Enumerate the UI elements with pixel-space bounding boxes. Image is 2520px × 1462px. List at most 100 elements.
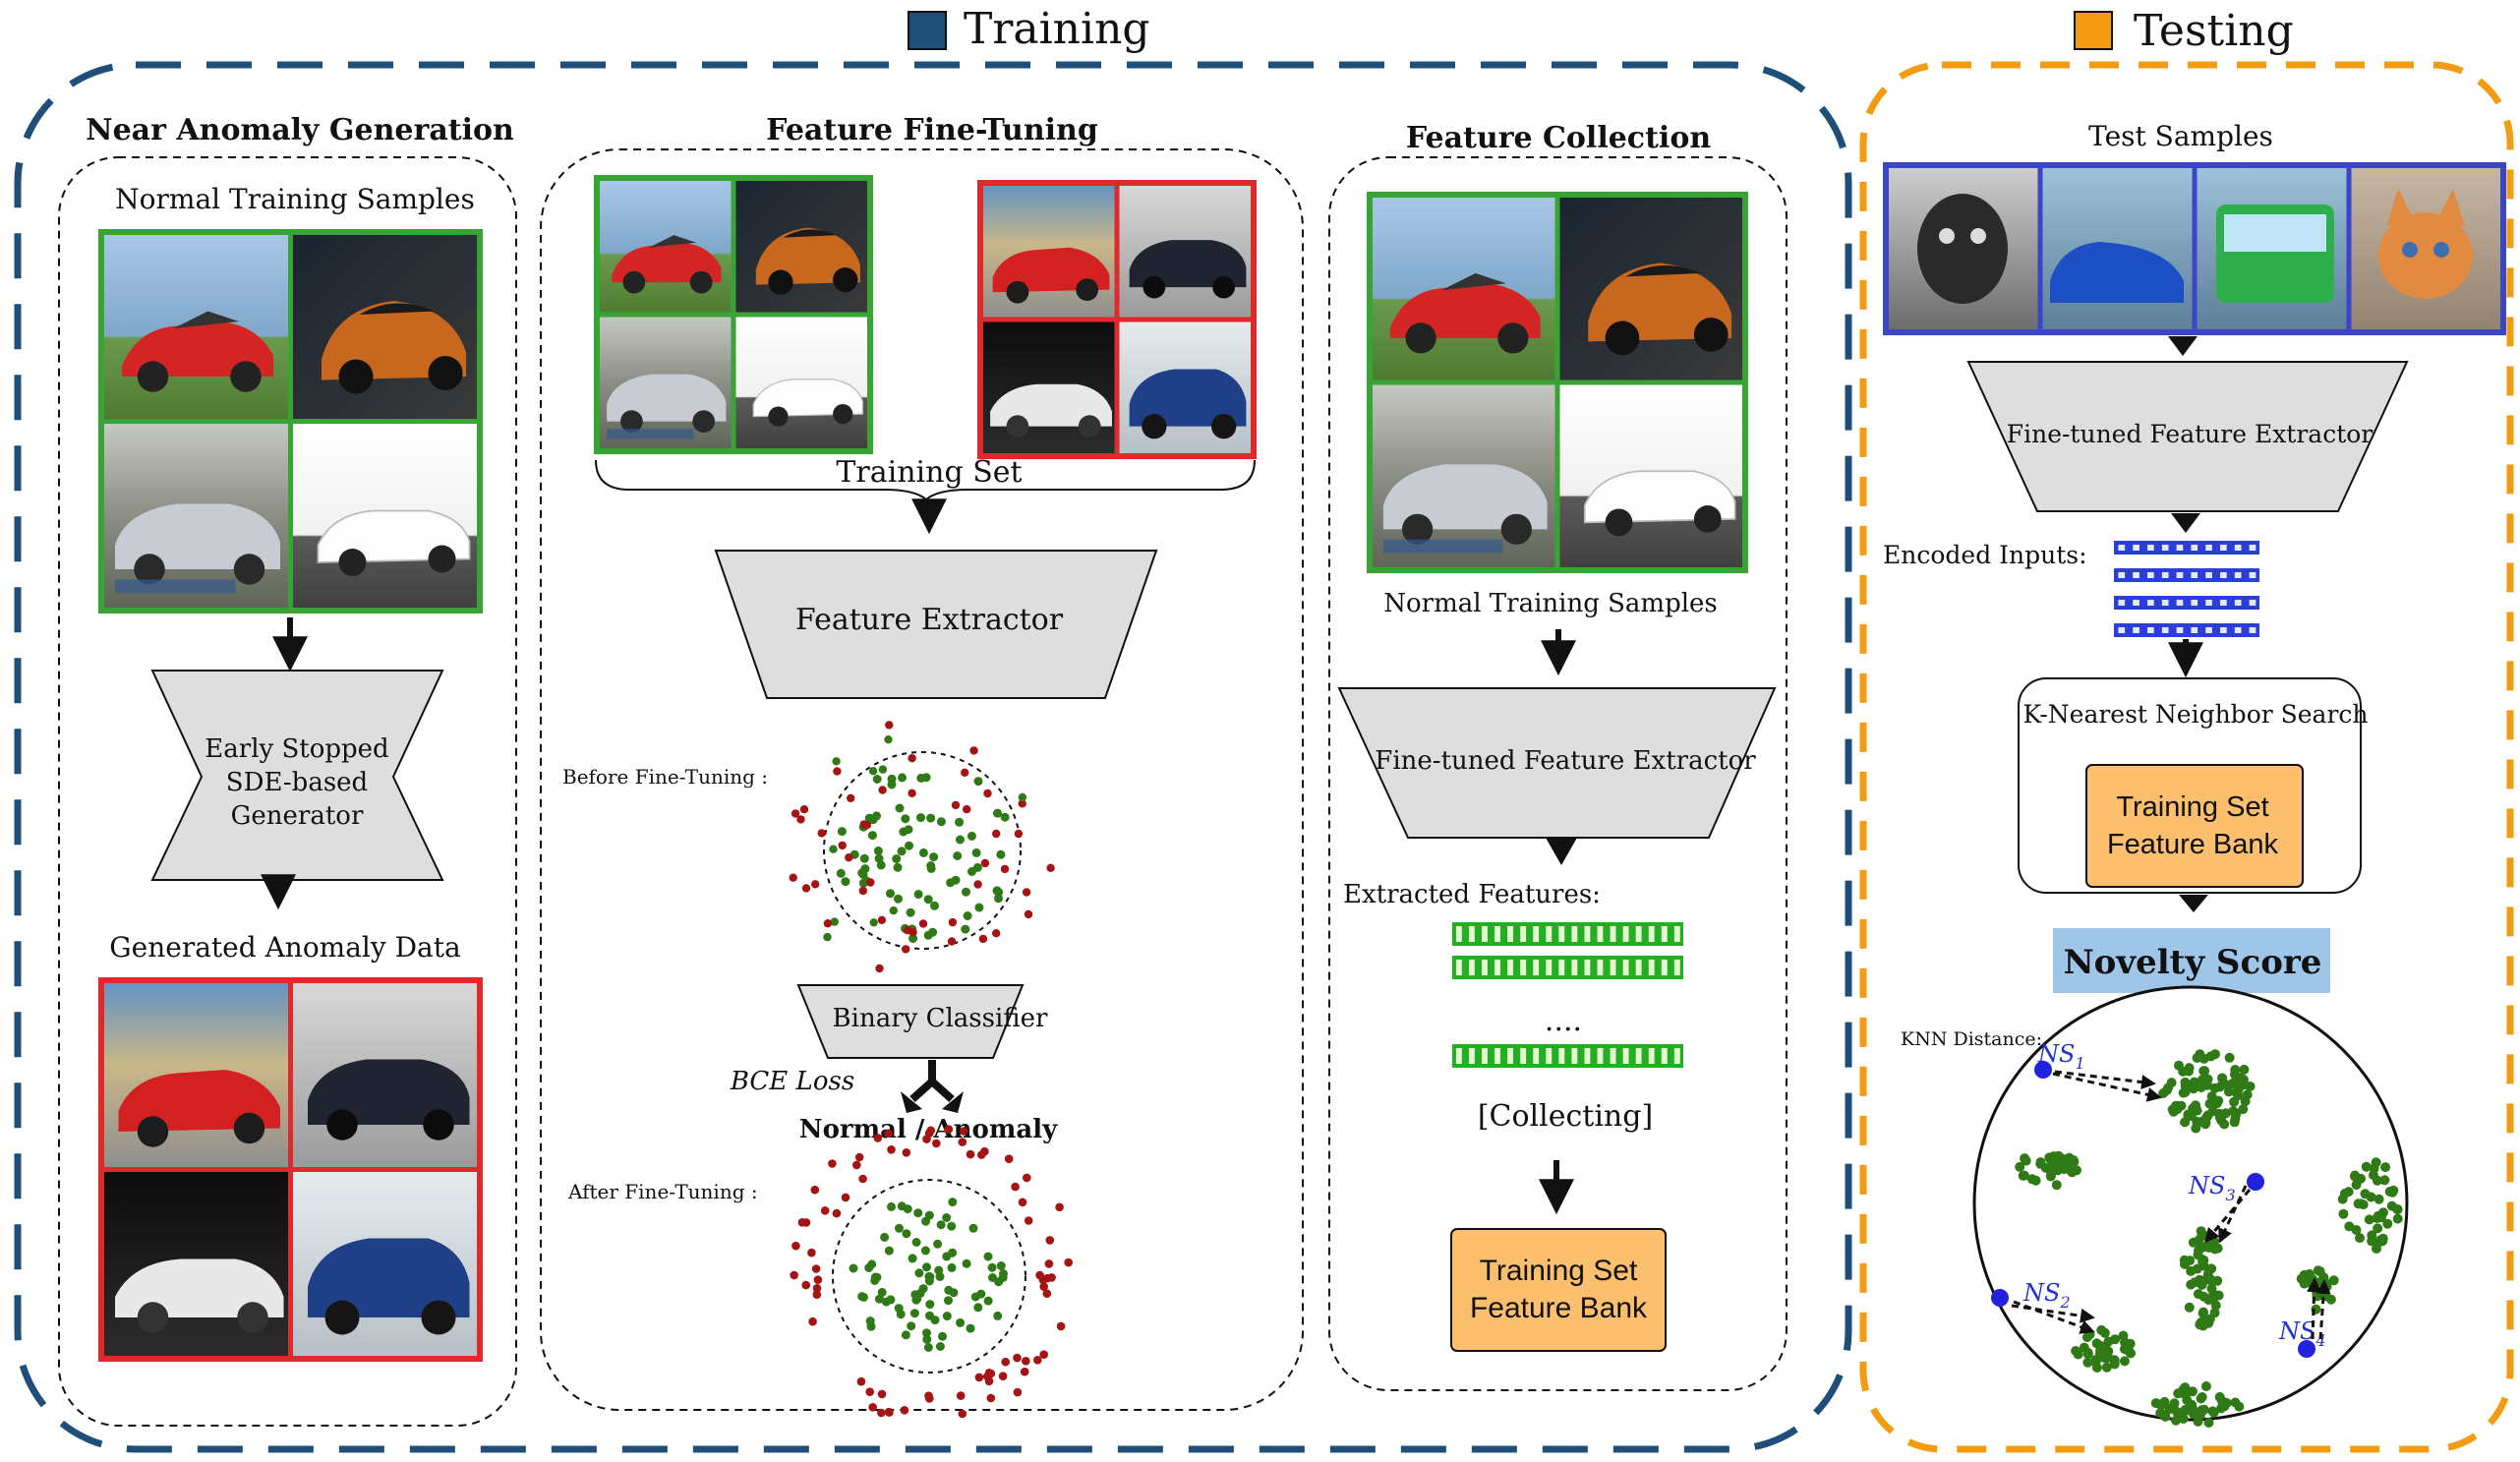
scatter-point — [913, 890, 923, 900]
feature-extractor-label: Feature Extractor — [795, 603, 1064, 637]
scatter-point — [2103, 1336, 2114, 1347]
scatter-point — [1011, 1182, 1020, 1192]
near-anomaly-normal-label: Normal Training Samples — [115, 183, 475, 215]
scatter-point — [948, 917, 958, 927]
scatter-point — [955, 817, 965, 827]
scatter-point — [2216, 1115, 2227, 1126]
scatter-point — [2159, 1396, 2170, 1407]
scatter-point — [2224, 1052, 2235, 1063]
scatter-point — [912, 1294, 922, 1304]
scatter-point — [877, 1389, 887, 1399]
scatter-point — [897, 847, 907, 856]
scatter-point — [924, 1391, 933, 1400]
scatter-point — [901, 1330, 910, 1340]
encoded-vector — [2114, 541, 2259, 555]
binary-classifier-trapezoid — [796, 984, 1025, 1059]
scatter-point — [813, 1275, 823, 1284]
scatter-point — [916, 773, 926, 783]
scatter-point — [2299, 1269, 2310, 1280]
scatter-point — [2166, 1078, 2177, 1088]
scatter-point — [823, 919, 833, 928]
scatter-point — [978, 934, 988, 944]
scatter-point — [2195, 1319, 2205, 1330]
scatter-point — [866, 878, 875, 887]
scatter-point — [986, 1393, 996, 1403]
scatter-point — [873, 846, 883, 855]
scatter-point — [791, 1241, 800, 1251]
scatter-point — [2231, 1108, 2242, 1119]
scatter-point — [2214, 1391, 2225, 1402]
scatter-point — [2180, 1117, 2191, 1128]
scatter-point — [942, 1312, 952, 1321]
scatter-point — [2206, 1091, 2217, 1102]
collection-bank-line: Feature Bank — [1470, 1292, 1648, 1324]
scatter-point — [2205, 1274, 2216, 1285]
scatter-point — [836, 868, 846, 878]
scatter-point — [922, 1262, 931, 1272]
scatter-point — [906, 907, 915, 917]
scatter-point — [832, 1208, 842, 1218]
scatter-point — [974, 1373, 984, 1382]
scatter-point — [801, 1280, 810, 1290]
after-boundary-circle — [832, 1179, 1026, 1374]
scatter-point — [1064, 1257, 1073, 1267]
scatter-point — [2367, 1230, 2377, 1241]
scatter-point — [2392, 1213, 2403, 1224]
scatter-point — [947, 1221, 957, 1231]
scatter-point — [877, 915, 887, 924]
scatter-point — [983, 1252, 993, 1261]
scatter-point — [922, 1334, 932, 1344]
scatter-point — [2350, 1171, 2361, 1182]
scatter-point — [933, 1239, 943, 1249]
fine-tuning-title: Feature Fine-Tuning — [766, 113, 1098, 147]
scatter-point — [877, 1408, 886, 1418]
scatter-point — [2240, 1096, 2251, 1107]
scatter-point — [2188, 1386, 2198, 1397]
scatter-point — [994, 888, 1004, 897]
scatter-point — [897, 1201, 907, 1211]
scatter-point — [807, 1248, 816, 1257]
scatter-point — [859, 1292, 868, 1302]
scatter-point — [2173, 1388, 2184, 1399]
scatter-point — [894, 894, 903, 904]
scatter-point — [884, 1129, 893, 1138]
scatter-point — [2184, 1302, 2195, 1313]
scatter-point — [864, 813, 874, 823]
scatter-point — [918, 919, 928, 928]
scatter-point — [2015, 1161, 2025, 1172]
scatter-point — [2180, 1382, 2191, 1393]
scatter-point — [2198, 1404, 2209, 1415]
scatter-point — [971, 848, 981, 857]
scatter-point — [908, 754, 916, 763]
test-bank-line: Training Set — [2116, 791, 2268, 823]
scatter-point — [924, 1276, 934, 1286]
generator-label-line: Early Stopped — [205, 734, 388, 764]
scatter-point — [992, 929, 1001, 938]
knn-distance-arrow — [2315, 1279, 2331, 1340]
scatter-point — [935, 1272, 945, 1281]
scatter-point — [2189, 1077, 2199, 1087]
scatter-point — [899, 827, 908, 837]
scatter-point — [2026, 1174, 2037, 1185]
scatter-point — [948, 1198, 958, 1207]
collecting-label: [Collecting] — [1478, 1099, 1653, 1134]
scatter-point — [801, 884, 811, 893]
scatter-point — [860, 864, 870, 874]
scatter-point — [796, 815, 805, 824]
scatter-point — [884, 1246, 894, 1256]
scatter-point — [1046, 863, 1055, 872]
scatter-point — [916, 813, 925, 823]
scatter-point — [2101, 1362, 2112, 1373]
scatter-point — [928, 927, 938, 937]
scatter-point — [2212, 1243, 2223, 1254]
scatter-point — [2361, 1161, 2372, 1172]
scatter-point — [956, 1317, 966, 1327]
scatter-point — [849, 1263, 858, 1273]
scatter-point — [2382, 1218, 2393, 1229]
training-legend-swatch — [908, 11, 947, 50]
scatter-point — [1014, 829, 1024, 839]
test-output-arrowhead — [2168, 336, 2198, 356]
collection-panel — [1328, 156, 1787, 1391]
scatter-point — [2046, 1169, 2057, 1180]
